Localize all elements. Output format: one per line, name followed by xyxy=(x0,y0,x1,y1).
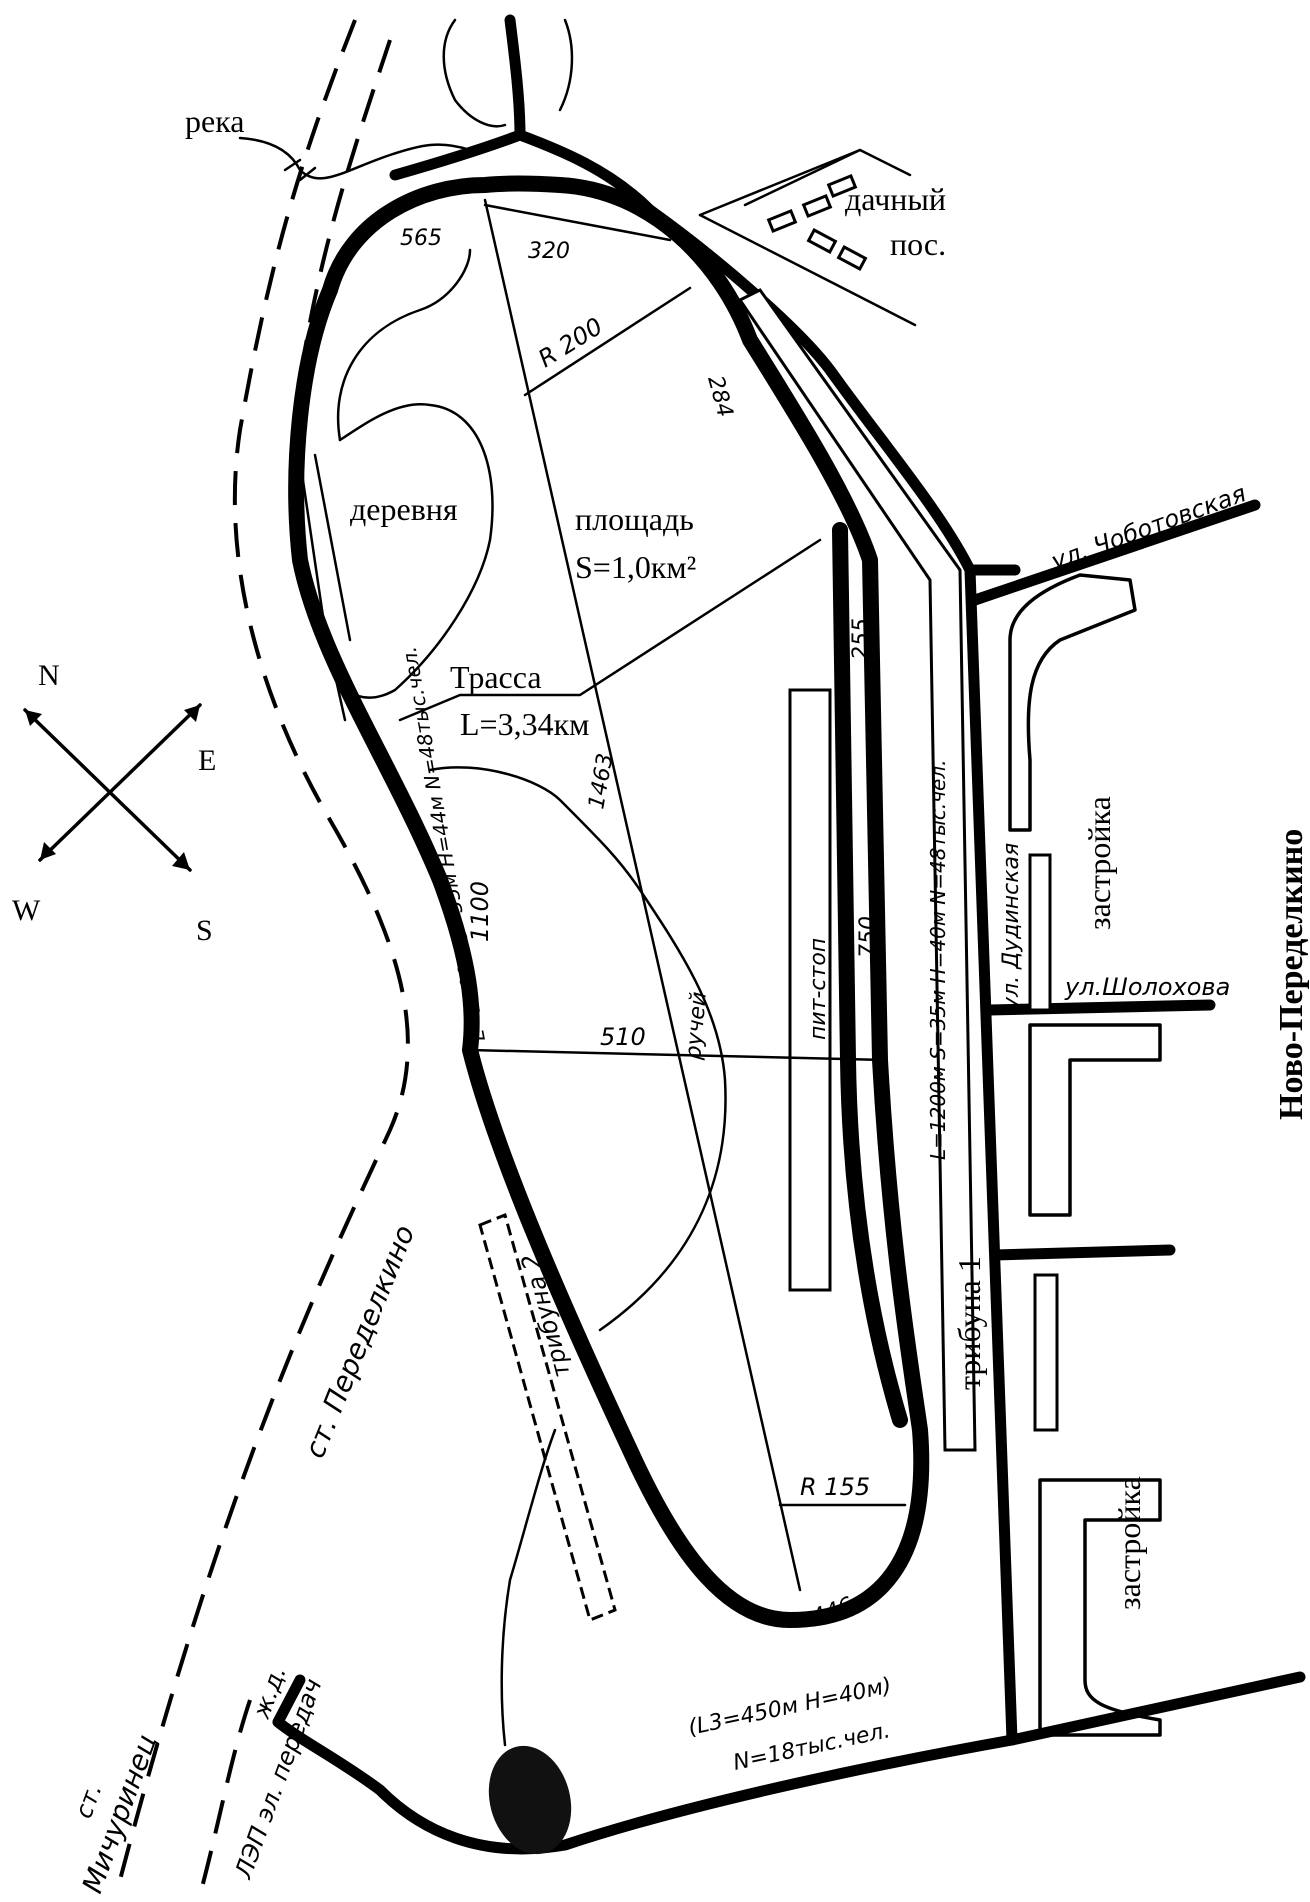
label-village: деревня xyxy=(350,491,458,527)
buildings xyxy=(1008,573,1162,1737)
river xyxy=(238,136,472,182)
dim-320: 320 xyxy=(528,239,570,264)
label-station-peredelkino: ст. Переделкино xyxy=(298,1220,421,1462)
label-zastroyka-1: застройка xyxy=(1081,796,1117,930)
label-street-dudinskaya: ул. Дудинская xyxy=(999,843,1024,1011)
dim-284: 284 xyxy=(702,373,737,420)
label-river: река xyxy=(185,103,244,139)
streets xyxy=(969,499,1261,1261)
dim-1463: 1463 xyxy=(584,752,618,811)
label-dacha: дачный xyxy=(845,181,946,217)
compass-w: W xyxy=(12,894,41,927)
dim-r200: R 200 xyxy=(533,312,607,373)
label-zastroyka-2: застройка xyxy=(1111,1476,1147,1610)
label-track: Трасса xyxy=(450,659,542,695)
label-pitstop: пит-стоп xyxy=(806,938,831,1040)
label-stream: ручей xyxy=(681,991,712,1062)
dim-446: 446 xyxy=(809,1593,857,1631)
pond xyxy=(488,1745,572,1855)
dacha-settlement xyxy=(698,148,917,327)
label-street-shologova: ул.Шолохова xyxy=(1064,973,1230,1001)
compass-rose: N E W S xyxy=(12,659,216,947)
label-stand2-specs: L=1100м S=35м Н=44м N=48тыс.чел. xyxy=(397,645,490,1044)
label-stand1-specs: L=1200м S=35м Н=40м N=48тыс.чел. xyxy=(926,759,950,1160)
label-dacha-pos: пос. xyxy=(890,226,946,262)
label-stand1: трибуна 1 xyxy=(951,1256,987,1390)
dim-565: 565 xyxy=(400,226,442,251)
railway-lines xyxy=(118,19,410,1896)
compass-e: E xyxy=(198,744,216,777)
place-labels: река дачный пос. деревня площадь S=1,0км… xyxy=(185,103,1310,1610)
compass-s: S xyxy=(196,914,213,947)
label-area-value: S=1,0км² xyxy=(575,549,696,585)
label-area-title: площадь xyxy=(575,501,694,537)
dim-750: 750 xyxy=(856,916,881,958)
label-street-chobotovskaya: ул. Чоботовская xyxy=(1047,479,1250,576)
dim-1100: 1100 xyxy=(466,881,494,942)
dim-255: 255 xyxy=(849,618,874,660)
outer-boundary-road xyxy=(272,204,1306,1855)
label-novo-peredelkino: Ново-Переделкино xyxy=(1273,829,1310,1120)
detail-lines xyxy=(298,198,907,1747)
dim-r155: R 155 xyxy=(800,1473,870,1501)
dim-510: 510 xyxy=(600,1023,646,1051)
compass-n: N xyxy=(38,659,60,692)
race-track xyxy=(288,175,930,1628)
label-track-length: L=3,34км xyxy=(460,706,589,742)
stands xyxy=(478,288,977,1623)
